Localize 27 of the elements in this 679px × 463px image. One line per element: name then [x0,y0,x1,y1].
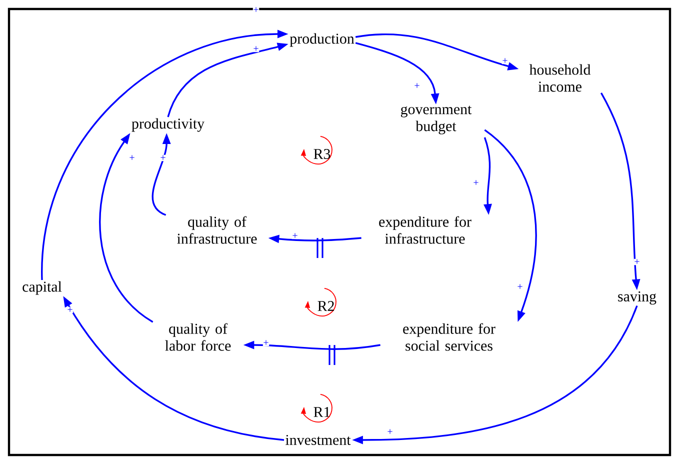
polarity-sign: + [160,155,166,160]
polarity-sign: + [130,155,134,160]
variable-label: government budget [400,106,472,134]
loop-label: R3 [314,148,330,159]
polarity-sign: + [634,259,640,264]
polarity-sign: + [474,180,478,185]
variable-label: investment [286,434,351,445]
loop-label: R1 [314,407,330,417]
variable-label: production [290,33,354,47]
polarity-sign: + [68,307,72,312]
polarity-sign: + [292,233,298,238]
polarity-sign: + [254,46,258,51]
polarity-sign: + [264,340,268,345]
variable-label: quality of infrastructure [177,216,257,244]
variable-label: quality of labor force [165,323,231,351]
variable-label: household income [529,64,591,92]
polarity-sign: + [388,429,392,434]
variable-label: expenditure for infrastructure [379,216,472,244]
polarity-sign: + [414,83,420,88]
loop-label: R2 [318,301,334,311]
variable-label: productivity [132,118,204,132]
polarity-sign: + [502,58,508,63]
polarity-sign: + [518,284,522,289]
variable-label: expenditure for social services [403,323,496,351]
variable-label: saving [618,291,656,305]
variable-label: capital [22,281,62,295]
polarity-sign: + [254,7,258,12]
